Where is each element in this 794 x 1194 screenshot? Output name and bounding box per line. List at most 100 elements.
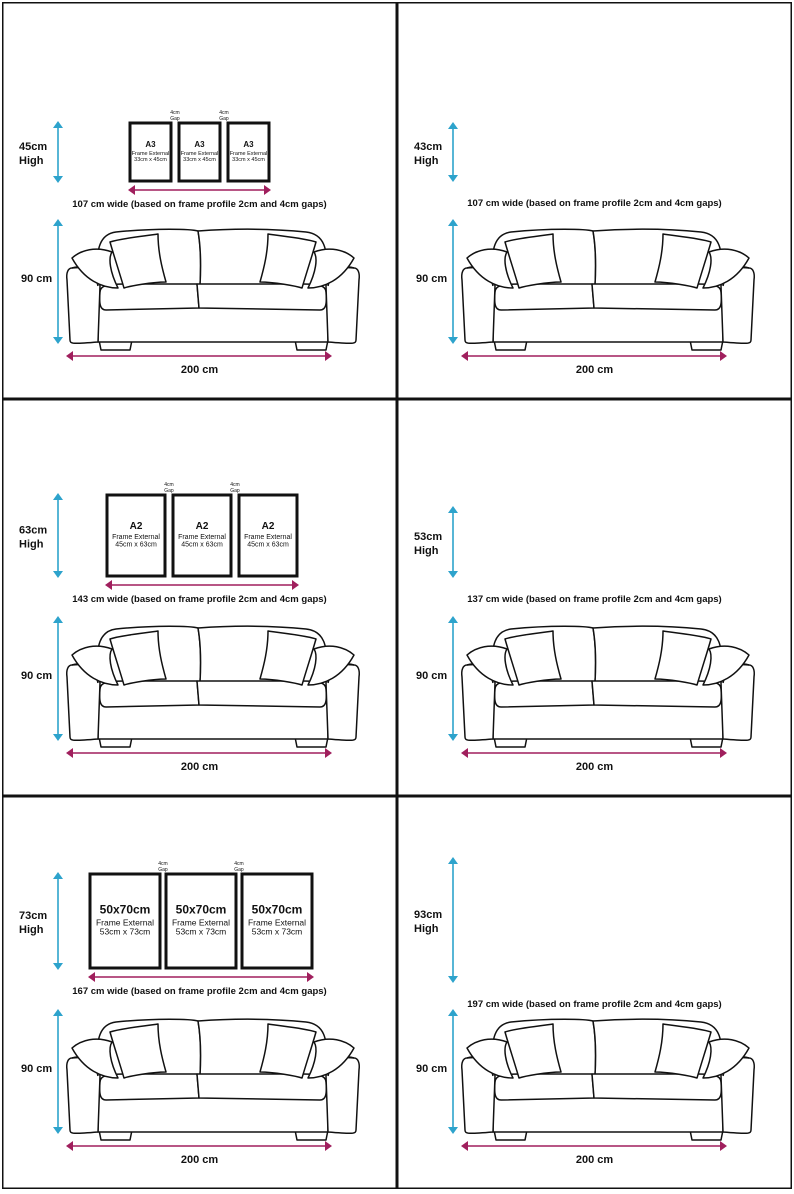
- frame-border: [240, 872, 314, 970]
- height-label-text: High: [19, 539, 44, 551]
- frame-caption: Frame External: [96, 917, 154, 927]
- frames-width-text: 143 cm wide (based on frame profile 2cm …: [72, 594, 326, 605]
- sofa: [66, 625, 360, 748]
- sofa-seat-cushion-right: [196, 680, 328, 708]
- sofa-width-arrow-head-right: [325, 1141, 332, 1151]
- sofa: [461, 1018, 755, 1141]
- sofa-height-label: 90 cm: [21, 1063, 52, 1075]
- frame-dimensions: 45cm x 63cm: [247, 542, 289, 549]
- sofa-pillow-right-front: [654, 1023, 712, 1079]
- sofa-width-arrow-head-left: [66, 351, 73, 361]
- frame-border: [177, 121, 222, 183]
- frame-border: [226, 121, 271, 183]
- frame-dimensions: 45cm x 63cm: [181, 542, 223, 549]
- sofa-pillow-left-front: [504, 233, 562, 289]
- sofa-height-arrow-head-top: [53, 616, 63, 623]
- gap-label: 4cm: [234, 861, 243, 867]
- sofa-height-arrow: [448, 1009, 458, 1134]
- sofa-height-arrow-head-bottom: [448, 1127, 458, 1134]
- frames-height-arrow: [53, 493, 63, 578]
- frame-size-label: A3: [145, 140, 156, 149]
- frame-border: [88, 872, 162, 970]
- frames-width-arrow-head-right: [307, 972, 314, 982]
- frame-caption: Frame External: [132, 151, 170, 157]
- gap-label-text: Gap: [234, 867, 244, 873]
- frames-height-arrow-head-top: [448, 122, 458, 129]
- sofa-pillow-left-front: [109, 233, 167, 289]
- height-label-text: High: [414, 545, 439, 557]
- frame-size-label: A3: [194, 140, 205, 149]
- sofa-width-arrow-head-left: [461, 351, 468, 361]
- frame-border: [164, 872, 238, 970]
- frames-width-arrow-head-left: [105, 580, 112, 590]
- height-label-text: High: [414, 155, 439, 167]
- frame-dimensions: 33cm x 45cm: [183, 157, 216, 163]
- frame-caption: Frame External: [230, 151, 268, 157]
- frames-width-arrow-head-right: [292, 580, 299, 590]
- sofa-pillow-right-back: [702, 645, 750, 686]
- sofa-width-label: 200 cm: [576, 761, 614, 773]
- frame-size-label: A3: [243, 140, 254, 149]
- gap-label: 4cm: [219, 110, 228, 116]
- sofa-height-arrow-head-bottom: [53, 337, 63, 344]
- sofa-pillow-left-front: [109, 630, 167, 686]
- gap-label-text: Gap: [230, 488, 240, 494]
- sofa-seat-cushion-right: [196, 1073, 328, 1101]
- frames-width-text: 137 cm wide (based on frame profile 2cm …: [467, 594, 721, 605]
- sofa-width-arrow-head-left: [461, 1141, 468, 1151]
- gap-label: 4cm: [170, 110, 179, 116]
- sofa-pillow-right-back: [702, 248, 750, 289]
- sofa-pillow-left-back: [466, 248, 514, 289]
- frame-caption: Frame External: [178, 534, 226, 541]
- frame-size-label: A2: [130, 521, 143, 532]
- sofa-width-arrow: [461, 1141, 727, 1151]
- sofa-base: [492, 1095, 724, 1133]
- frame-dimensions: 53cm x 73cm: [100, 927, 151, 937]
- frame-border: [237, 493, 299, 578]
- sofa-height-label: 90 cm: [416, 1063, 447, 1075]
- sofa-width-arrow: [461, 351, 727, 361]
- frames-height-arrow-head-bottom: [53, 963, 63, 970]
- frame-border: [128, 121, 173, 183]
- frame-dimensions: 33cm x 45cm: [232, 157, 265, 163]
- frame-size-label: 50x70cm: [252, 902, 303, 916]
- height-label-value: 43cm: [414, 141, 442, 153]
- sofa-base: [492, 702, 724, 740]
- frame-dimensions: 45cm x 63cm: [115, 542, 157, 549]
- frames-height-arrow: [53, 121, 63, 183]
- sofa-pillow-right-front: [259, 1023, 317, 1079]
- height-label-value: 63cm: [19, 525, 47, 537]
- sofa-height-arrow-head-bottom: [53, 734, 63, 741]
- sofa-height-arrow: [53, 219, 63, 344]
- sofa: [66, 228, 360, 351]
- gap-label: 4cm: [158, 861, 167, 867]
- sofa-pillow-right-front: [259, 233, 317, 289]
- sofa-width-arrow-head-left: [66, 748, 73, 758]
- frames-height-arrow: [448, 857, 458, 983]
- frame-caption: Frame External: [112, 534, 160, 541]
- sofa-height-arrow-head-top: [448, 219, 458, 226]
- sofa-width-label: 200 cm: [576, 1154, 614, 1166]
- sofa-pillow-right-front: [259, 630, 317, 686]
- sofa-pillow-right-back: [307, 1038, 355, 1079]
- sofa-height-label: 90 cm: [416, 670, 447, 682]
- frames-height-arrow-head-top: [53, 493, 63, 500]
- sofa-pillow-left-back: [466, 645, 514, 686]
- sofa-pillow-right-front: [654, 233, 712, 289]
- sofa: [66, 1018, 360, 1141]
- panel-4: 40x50cmFrame External43cm x 53cm40x50cmF…: [109, 399, 792, 796]
- sofa-width-arrow: [461, 748, 727, 758]
- sofa-pillow-left-front: [109, 1023, 167, 1079]
- frames-height-arrow-head-top: [448, 506, 458, 513]
- sofa-seat-cushion-right: [591, 283, 723, 311]
- sofa-pillow-left-front: [504, 630, 562, 686]
